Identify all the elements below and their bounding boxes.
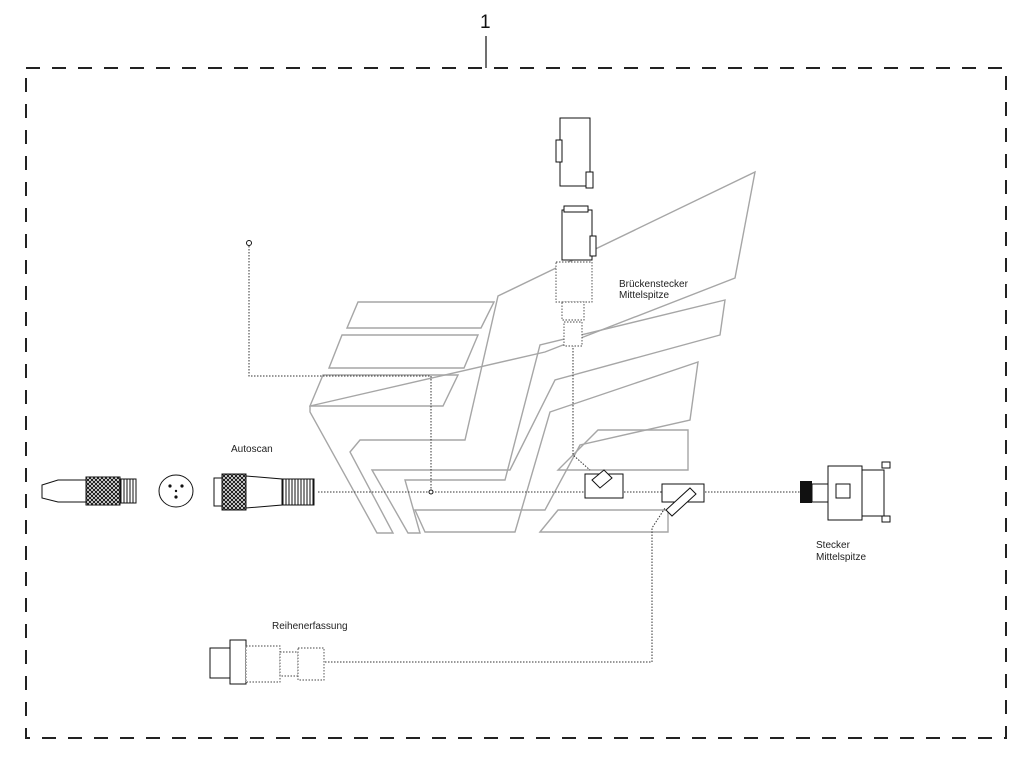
sensor-point-icon [246, 240, 252, 246]
assembly-frame [25, 67, 1007, 739]
bridge-label-line2: Mittelspitze [619, 290, 669, 301]
bridge-label-line1: Brückenstecker [619, 279, 689, 290]
row-sensor-connector-icon [209, 639, 325, 685]
sensor-wire [248, 243, 432, 492]
autoscan-label: Autoscan [231, 444, 273, 455]
pin-face-icon [158, 474, 194, 508]
watermark-logo [308, 170, 756, 534]
bridge-wire [572, 345, 591, 471]
plug-label-line2: Mittelspitze [816, 552, 866, 563]
row-sensor-label: Reihenerfassung [272, 621, 348, 632]
autoscan-connector-icon [213, 473, 315, 511]
row-wire [322, 507, 666, 663]
item-number: 1 [480, 12, 491, 33]
left-plug-icon [41, 476, 137, 506]
main-connector-icon [800, 461, 891, 523]
junction-block-left-icon [584, 469, 624, 499]
bridge-socket-icon [555, 205, 597, 347]
junction-dot [428, 489, 434, 495]
bridge-plug-icon [555, 117, 594, 189]
plug-label-line1: Stecker [816, 540, 851, 551]
junction-block-right-icon [661, 483, 705, 517]
